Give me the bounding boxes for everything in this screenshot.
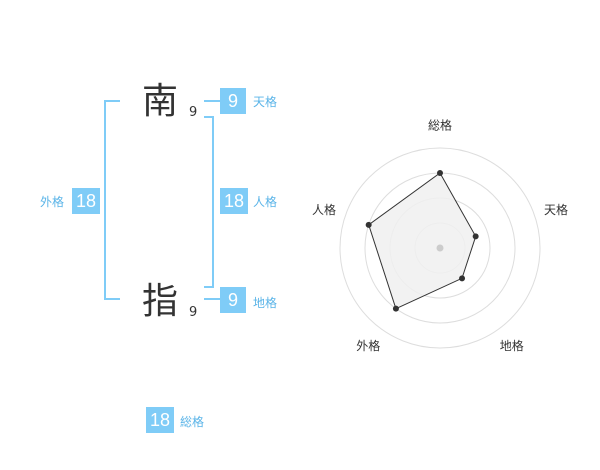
chikaku-connector bbox=[204, 298, 220, 300]
tenkaku-connector bbox=[204, 100, 220, 102]
gaikaku-bracket-bottom bbox=[104, 298, 120, 300]
radar-axis-label-3: 地格 bbox=[500, 338, 524, 353]
radar-polygon bbox=[368, 172, 477, 310]
gaikaku-bracket-top bbox=[104, 100, 120, 102]
jinkaku-bracket-vertical bbox=[212, 116, 214, 288]
name-char-1: 南 bbox=[142, 81, 179, 122]
name-char-2: 指 bbox=[142, 281, 179, 322]
radar-point-1 bbox=[437, 170, 443, 176]
chikaku-value: 9 bbox=[220, 287, 246, 313]
name-char-2-strokes: 9 bbox=[189, 305, 198, 320]
radar-axis-label-5: 人格 bbox=[312, 202, 336, 217]
radar-axis-label-1: 総格 bbox=[428, 118, 452, 133]
radar-center-dot bbox=[436, 244, 444, 252]
radar-point-5 bbox=[365, 221, 372, 228]
soukaku-value: 18 bbox=[146, 407, 174, 433]
radar-point-3 bbox=[459, 275, 466, 282]
gaikaku-value: 18 bbox=[72, 188, 100, 214]
radar-point-2 bbox=[472, 233, 479, 240]
gaikaku-label: 外格 bbox=[40, 195, 65, 209]
jinkaku-label: 人格 bbox=[253, 195, 278, 209]
radar-point-4 bbox=[392, 305, 399, 312]
name-char-1-strokes: 9 bbox=[189, 105, 198, 120]
radar-ring-4 bbox=[339, 147, 541, 349]
jinkaku-value: 18 bbox=[220, 188, 248, 214]
tenkaku-value: 9 bbox=[220, 88, 246, 114]
radar-axis-label-2: 天格 bbox=[544, 202, 568, 217]
chikaku-label: 地格 bbox=[253, 296, 278, 310]
tenkaku-label: 天格 bbox=[253, 95, 278, 109]
radar-axis-label-4: 外格 bbox=[356, 338, 380, 353]
soukaku-label: 総格 bbox=[180, 415, 205, 429]
jinkaku-bracket-bottom bbox=[204, 286, 214, 288]
jinkaku-bracket-top bbox=[204, 116, 214, 118]
gaikaku-bracket-vertical bbox=[104, 100, 106, 300]
